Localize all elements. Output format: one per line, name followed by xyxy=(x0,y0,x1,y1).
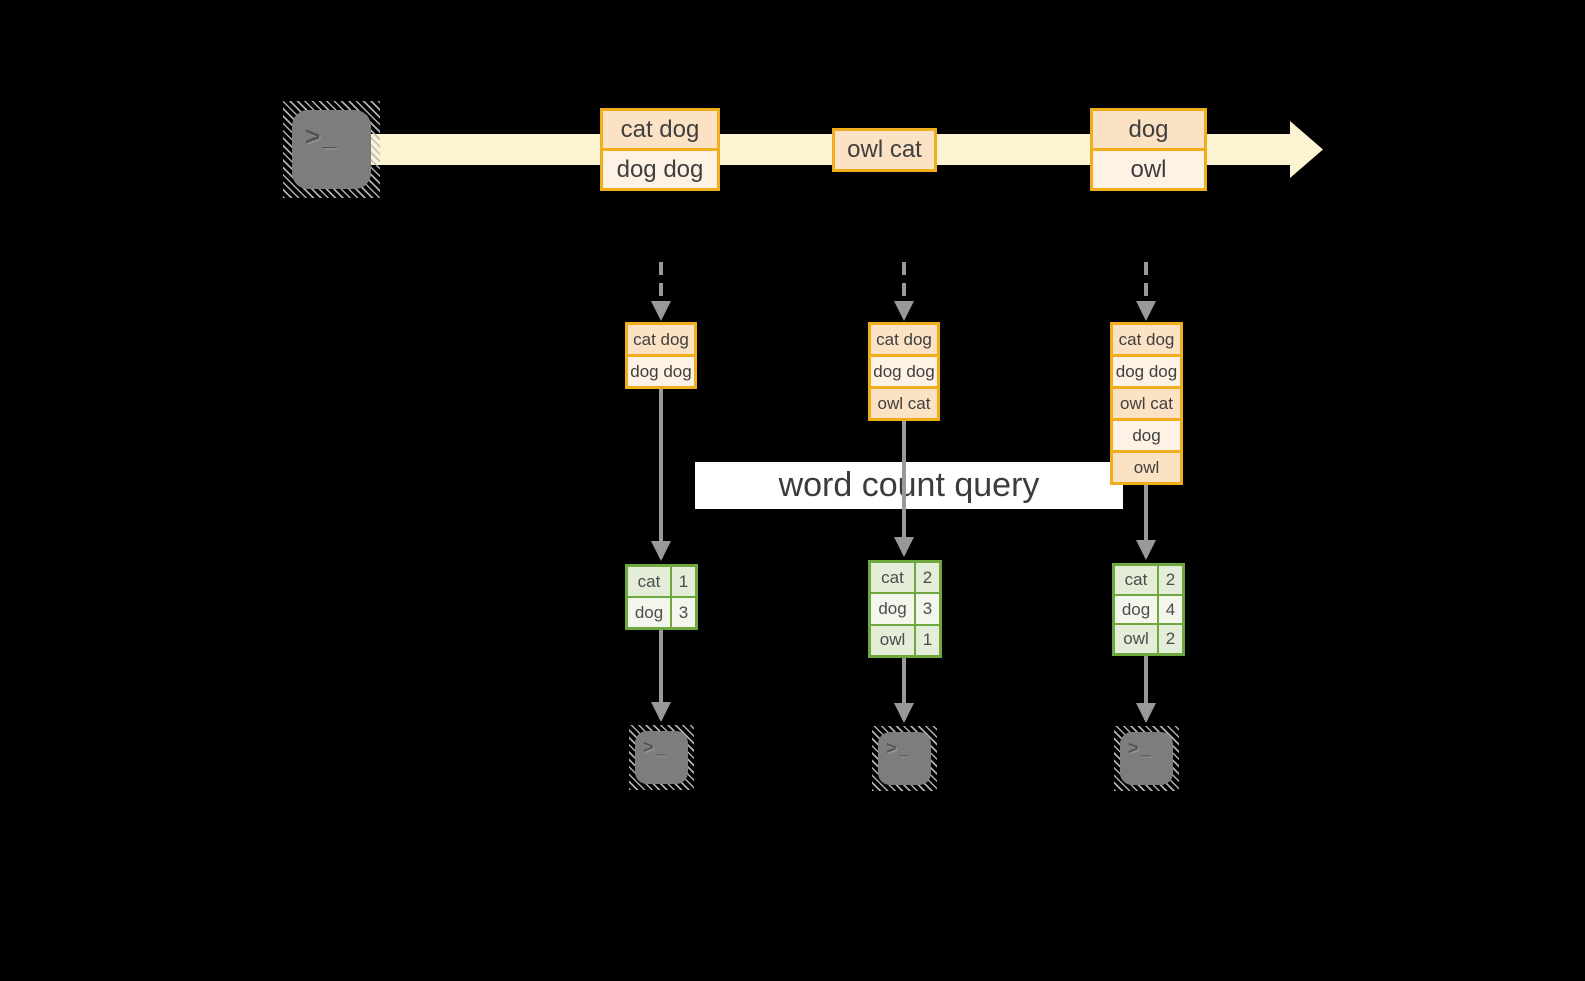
count-table-3: cat 2 dog 4 owl 2 xyxy=(1112,563,1185,656)
terminal-prompt-icon: >_ xyxy=(305,121,339,151)
word-cell: owl xyxy=(871,625,916,655)
query-label: word count query xyxy=(695,462,1123,509)
word-cell: cat xyxy=(628,567,672,596)
buffer-row: owl cat xyxy=(871,386,937,418)
output-terminal-icon-3: >_ xyxy=(1114,726,1179,791)
buffer-row: dog dog xyxy=(628,354,694,386)
table-row: dog 3 xyxy=(628,596,695,627)
terminal-prompt-icon: >_ xyxy=(643,737,668,757)
terminal-body xyxy=(878,732,931,785)
terminal-prompt-icon: >_ xyxy=(1128,738,1153,758)
buffer-row: dog xyxy=(1113,418,1180,450)
stream-event-3: dog owl xyxy=(1090,108,1207,191)
count-cell: 2 xyxy=(916,563,939,593)
stream-arrowhead-icon xyxy=(1290,121,1323,178)
source-terminal-icon: >_ xyxy=(283,101,380,198)
table-row: cat 2 xyxy=(871,563,939,593)
table-row: owl 2 xyxy=(1115,623,1182,654)
word-cell: cat xyxy=(871,563,916,593)
count-cell: 2 xyxy=(1159,625,1182,654)
word-cell: owl xyxy=(1115,625,1159,654)
event-message: cat dog xyxy=(603,111,717,148)
count-cell: 1 xyxy=(672,567,695,596)
count-cell: 3 xyxy=(672,598,695,627)
word-cell: dog xyxy=(871,594,916,624)
buffer-stack-1: cat dog dog dog xyxy=(625,322,697,389)
stream-event-1: cat dog dog dog xyxy=(600,108,720,191)
buffer-row: dog dog xyxy=(871,354,937,386)
table-row: cat 1 xyxy=(628,567,695,596)
terminal-body xyxy=(292,110,371,189)
event-message: dog xyxy=(1093,111,1204,148)
output-terminal-icon-1: >_ xyxy=(629,725,694,790)
buffer-row: cat dog xyxy=(628,325,694,354)
count-cell: 3 xyxy=(916,594,939,624)
terminal-prompt-icon: >_ xyxy=(886,738,911,758)
table-row: cat 2 xyxy=(1115,566,1182,594)
word-cell: cat xyxy=(1115,566,1159,594)
event-message: owl cat xyxy=(835,131,934,169)
count-cell: 1 xyxy=(916,625,939,655)
buffer-row: dog dog xyxy=(1113,354,1180,386)
count-table-2: cat 2 dog 3 owl 1 xyxy=(868,560,942,658)
terminal-body xyxy=(635,731,688,784)
count-cell: 2 xyxy=(1159,566,1182,594)
buffer-row: owl xyxy=(1113,450,1180,482)
table-row: owl 1 xyxy=(871,623,939,655)
word-cell: dog xyxy=(628,598,672,627)
word-cell: dog xyxy=(1115,595,1159,624)
event-message: dog dog xyxy=(603,148,717,188)
event-message: owl xyxy=(1093,148,1204,188)
buffer-stack-2: cat dog dog dog owl cat xyxy=(868,322,940,421)
buffer-row: cat dog xyxy=(1113,325,1180,354)
output-terminal-icon-2: >_ xyxy=(872,726,937,791)
stream-event-2: owl cat xyxy=(832,128,937,172)
buffer-stack-3: cat dog dog dog owl cat dog owl xyxy=(1110,322,1183,485)
count-cell: 4 xyxy=(1159,595,1182,624)
table-row: dog 3 xyxy=(871,592,939,624)
buffer-row: cat dog xyxy=(871,325,937,354)
terminal-body xyxy=(1120,732,1173,785)
buffer-row: owl cat xyxy=(1113,386,1180,418)
table-row: dog 4 xyxy=(1115,593,1182,624)
count-table-1: cat 1 dog 3 xyxy=(625,564,698,630)
